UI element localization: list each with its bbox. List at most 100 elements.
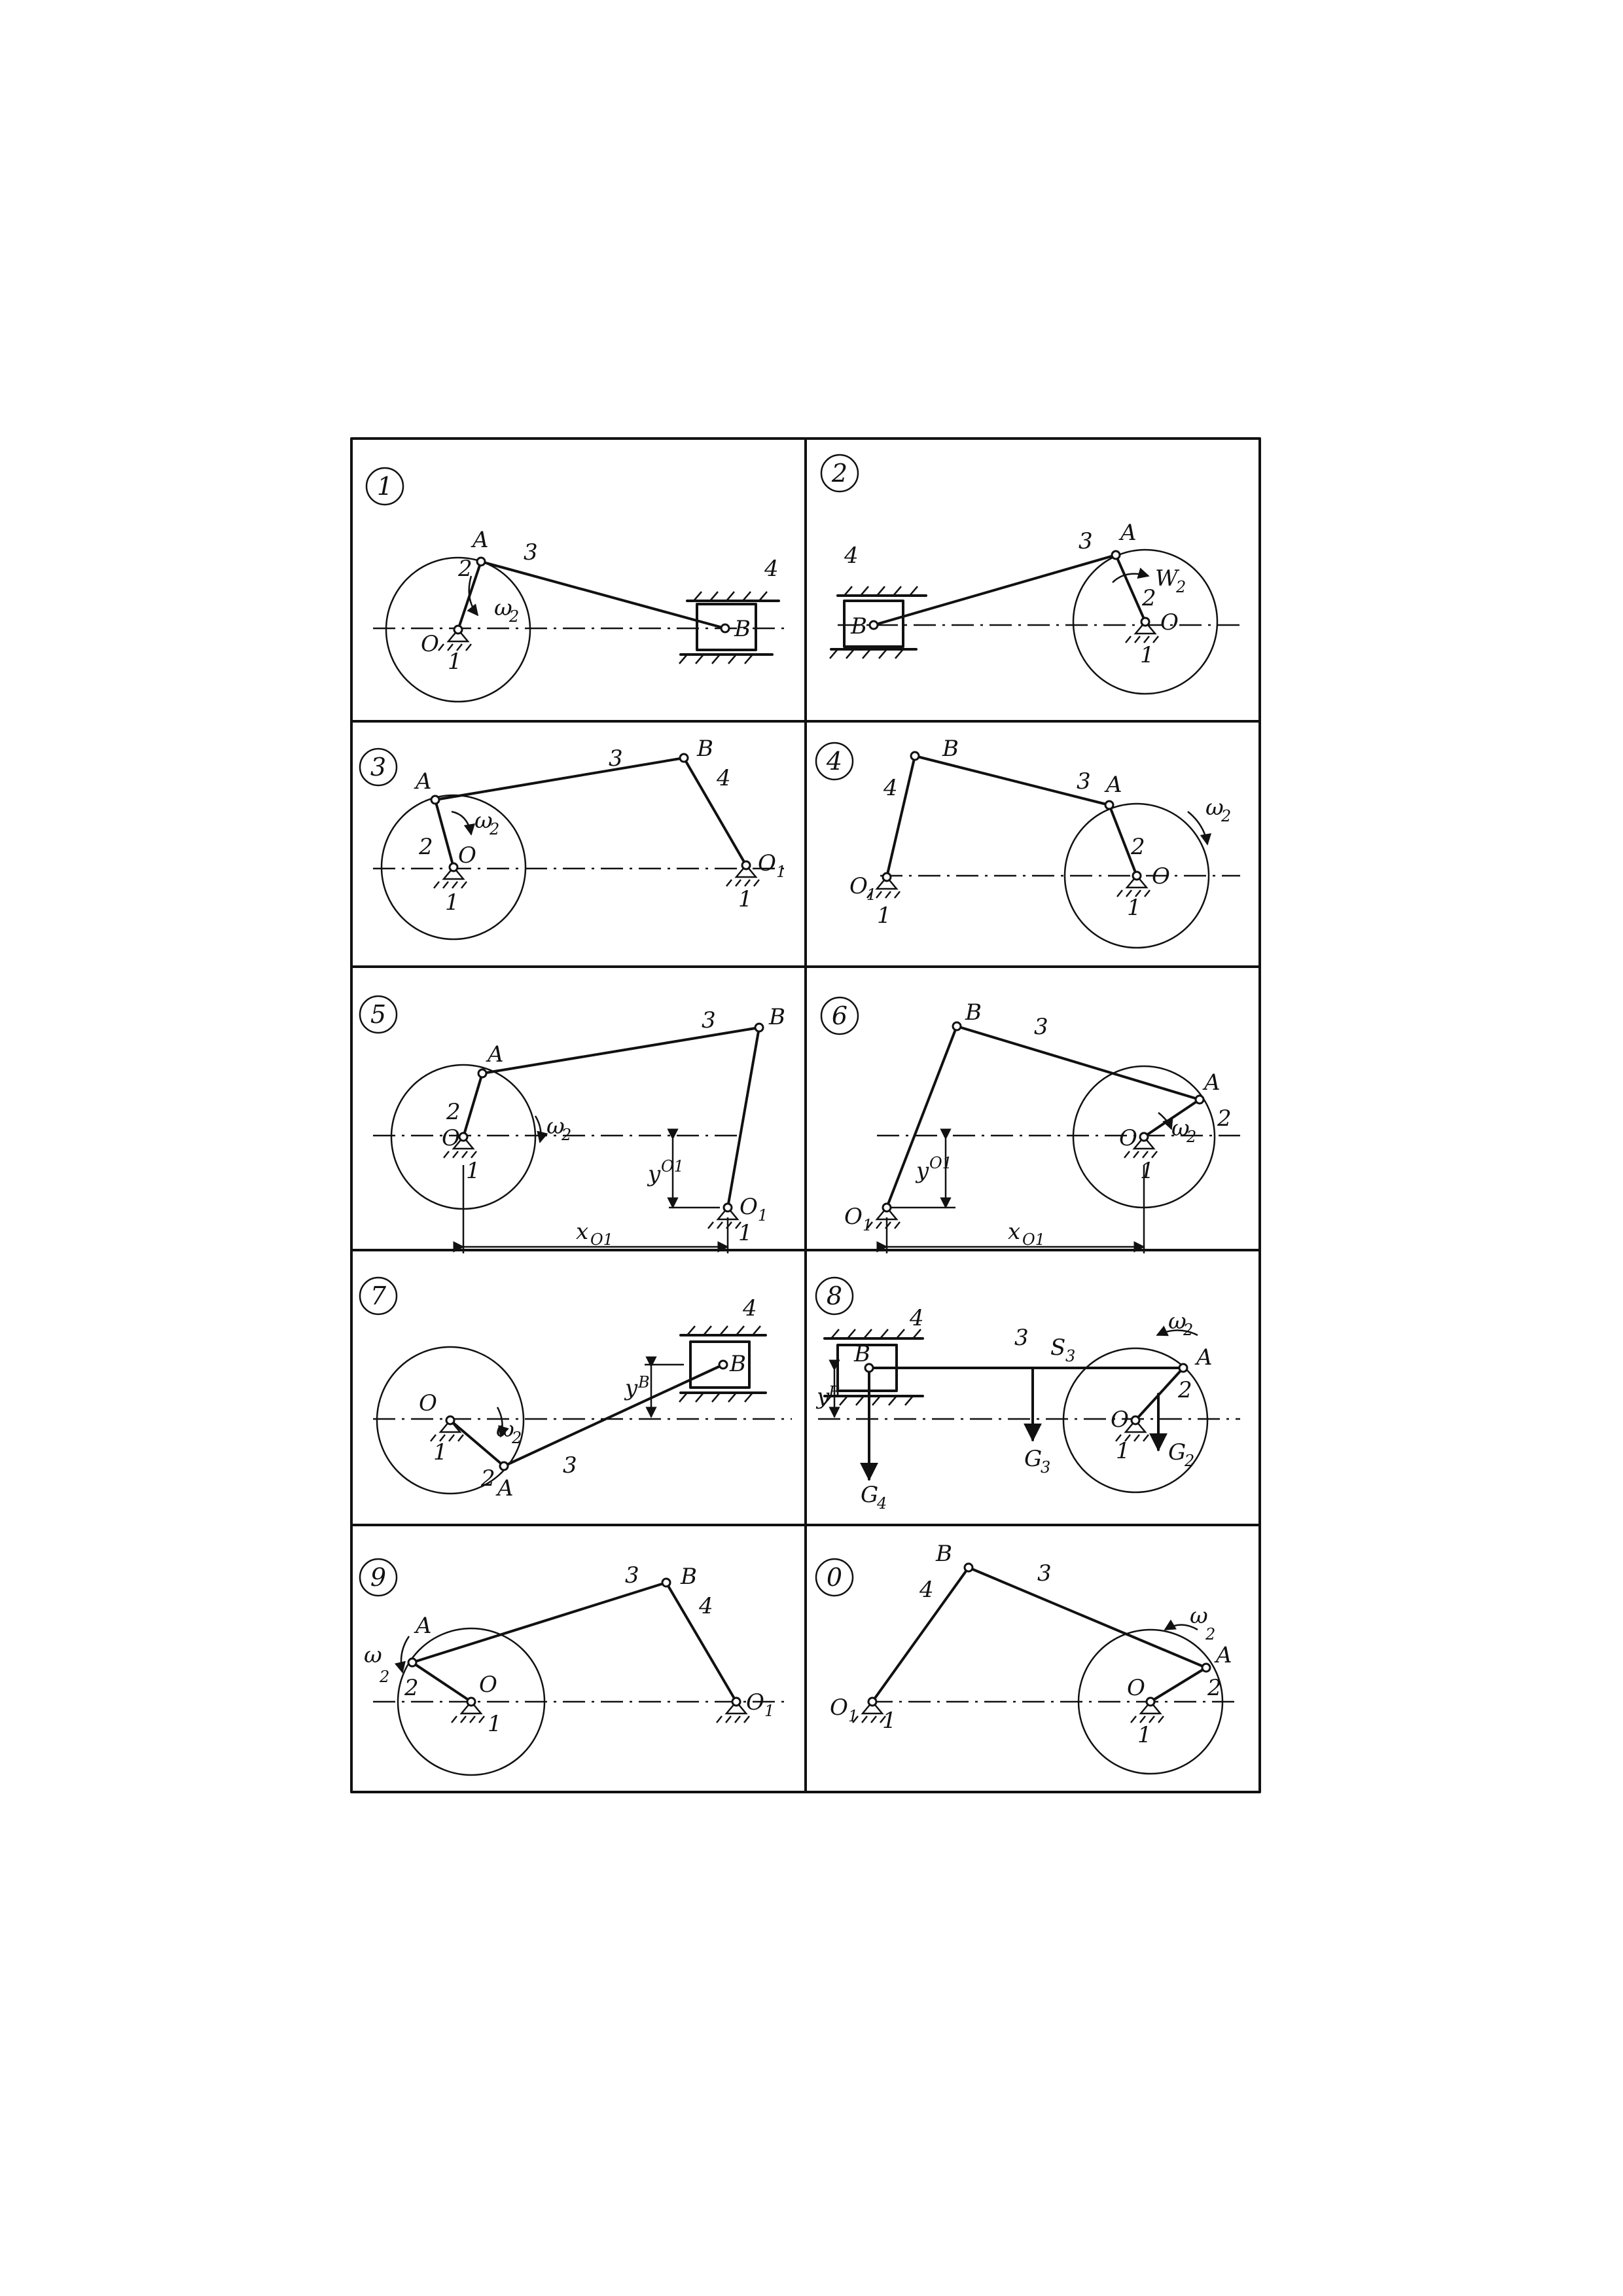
joint-o <box>445 1415 455 1426</box>
label-a: A <box>414 1613 432 1639</box>
label-link-1b: 1 <box>738 1220 753 1246</box>
label-b: B <box>935 1541 952 1567</box>
connecting-rod <box>872 554 1117 626</box>
joint-b <box>864 1363 874 1373</box>
panel-number: 4 <box>826 747 842 776</box>
label-dim-y-sub: B <box>637 1373 650 1391</box>
label-b: B <box>680 1564 697 1590</box>
joint-b <box>952 1021 962 1031</box>
panel-number-circle <box>815 1558 854 1597</box>
label-o1-sub: 1 <box>764 1702 774 1720</box>
label-link-3: 3 <box>563 1452 577 1479</box>
label-o1: O <box>844 1204 863 1230</box>
label-link-4: 4 <box>883 775 898 801</box>
guide-hatch-bottom <box>679 1392 753 1403</box>
panel-number-circle <box>359 747 398 787</box>
guide-hatch-bottom <box>679 654 753 664</box>
ground-hatch-o1 <box>852 1715 886 1723</box>
slider-block <box>689 1340 751 1389</box>
crank-link <box>449 1419 505 1467</box>
crank-link <box>1149 1666 1207 1703</box>
label-omega-sub: 2 <box>1183 1321 1193 1339</box>
omega-arrow <box>451 810 476 836</box>
connecting-rod <box>914 755 1111 806</box>
joint-b <box>868 620 879 630</box>
ground-support-o1 <box>875 876 899 890</box>
joint-a <box>476 556 486 567</box>
joint-o <box>466 1696 476 1707</box>
omega-arrow <box>1156 1325 1198 1336</box>
label-o1-sub: 1 <box>866 886 876 904</box>
label-omega: ω <box>496 1416 514 1443</box>
label-dim-y-sub: O1 <box>929 1154 952 1172</box>
label-o: O <box>458 842 476 869</box>
ground-hatch-o1 <box>866 891 901 899</box>
label-dim-x: x <box>576 1219 588 1245</box>
label-link-1a: 1 <box>882 1708 897 1734</box>
rocker-link <box>683 757 747 867</box>
joint-b <box>963 1562 974 1573</box>
label-omega-sub: 2 <box>511 1429 522 1447</box>
panel-number: 2 <box>831 459 847 488</box>
label-omega: ω <box>1171 1115 1190 1141</box>
label-link-4: 4 <box>716 765 731 791</box>
label-link-1: 1 <box>488 1711 502 1737</box>
joint-a <box>499 1461 509 1471</box>
label-dim-y: y <box>647 1161 661 1187</box>
joint-o1 <box>731 1696 741 1707</box>
guide-hatch-bottom <box>829 649 904 659</box>
label-link-4: 4 <box>844 543 859 569</box>
label-link-3: 3 <box>1034 1014 1048 1040</box>
crank-link <box>462 1072 484 1138</box>
label-link-3: 3 <box>702 1007 716 1033</box>
joint-a <box>1178 1363 1188 1373</box>
label-link-2: 2 <box>1207 1675 1222 1701</box>
label-g3: G <box>1024 1446 1042 1472</box>
joint-b <box>718 1359 728 1370</box>
guide-hatch-top <box>693 591 768 601</box>
crank-wheel <box>1072 548 1219 695</box>
rocker-link <box>665 1581 738 1703</box>
panel-number-circle <box>359 1558 398 1597</box>
ground-support-o <box>452 1136 475 1150</box>
label-b: B <box>965 999 982 1026</box>
rocker-link <box>726 1026 760 1209</box>
joint-b <box>754 1022 764 1033</box>
grid-frame <box>350 437 1261 1793</box>
label-link-2: 2 <box>1177 1377 1192 1403</box>
label-o1: O <box>740 1194 758 1220</box>
label-o: O <box>1111 1407 1129 1433</box>
ground-support-o <box>459 1700 483 1715</box>
label-omega-sub: 2 <box>489 820 499 838</box>
joint-a <box>477 1068 488 1079</box>
label-g4: G <box>861 1482 878 1508</box>
label-o1: O <box>746 1689 764 1715</box>
label-link-3: 3 <box>1014 1325 1029 1351</box>
omega-arrow <box>1164 1619 1198 1631</box>
label-b: B <box>734 616 751 642</box>
label-omega: ω <box>474 808 493 834</box>
label-dim-x-sub: O1 <box>1022 1230 1045 1249</box>
ground-hatch-o1 <box>707 1221 741 1229</box>
label-o: O <box>442 1125 460 1151</box>
rocker-link <box>885 1025 958 1209</box>
crank-link <box>1115 554 1147 623</box>
joint-b <box>720 623 730 634</box>
label-omega-sub: 2 <box>1221 807 1231 825</box>
label-omega: W <box>1155 565 1180 592</box>
connecting-rod <box>955 1025 1201 1101</box>
panel-number: 8 <box>827 1282 842 1310</box>
joint-a <box>1201 1662 1211 1673</box>
label-link-1: 1 <box>1116 1438 1130 1464</box>
label-link-2: 2 <box>446 1099 461 1125</box>
label-dim-y: y <box>915 1158 929 1184</box>
joint-o1 <box>882 872 892 882</box>
guide-hatch-bottom <box>823 1395 914 1406</box>
label-link-1a: 1 <box>877 903 891 929</box>
label-s3-sub: 3 <box>1065 1347 1075 1365</box>
label-link-2: 2 <box>1141 585 1156 611</box>
ground-support <box>446 628 470 643</box>
label-omega-sub: 2 <box>561 1126 571 1144</box>
label-link-1: 1 <box>448 649 462 675</box>
